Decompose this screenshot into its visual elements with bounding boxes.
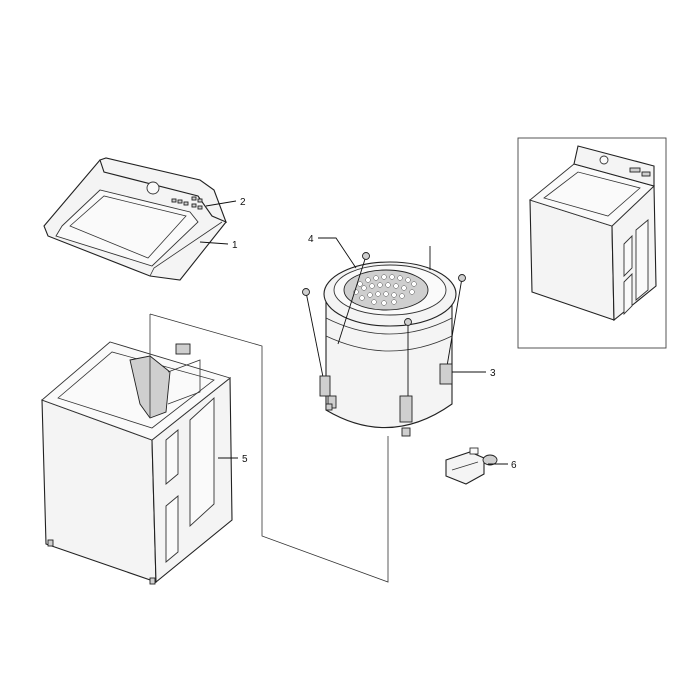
cabinet-assembly[interactable] bbox=[41, 341, 233, 585]
basket-holes bbox=[353, 274, 417, 306]
side-recess-upper bbox=[165, 429, 179, 485]
callout-1: 1 bbox=[232, 240, 238, 251]
selector-knob-icon bbox=[146, 181, 160, 195]
control-panel-body bbox=[99, 157, 227, 224]
control-buttons bbox=[171, 196, 203, 210]
damper-springs bbox=[319, 363, 453, 423]
callout-6: 6 bbox=[511, 460, 517, 471]
drain-pump[interactable] bbox=[445, 447, 498, 485]
leader-4 bbox=[318, 237, 357, 269]
side-recess-lower bbox=[165, 495, 179, 563]
callout-4: 4 bbox=[308, 234, 314, 245]
leader-1 bbox=[199, 241, 229, 245]
assembled-washer-inset bbox=[517, 137, 667, 349]
tub-assembly[interactable] bbox=[302, 246, 466, 437]
leader-lines bbox=[199, 200, 508, 465]
callout-3: 3 bbox=[490, 368, 496, 379]
leader-2 bbox=[205, 200, 237, 207]
side-recess-right bbox=[189, 396, 215, 528]
callout-2: 2 bbox=[240, 197, 246, 208]
callout-5: 5 bbox=[242, 454, 248, 465]
lid-glass bbox=[55, 189, 199, 267]
tub-body bbox=[325, 299, 453, 429]
assembly-guide-lines bbox=[149, 313, 389, 583]
drain-pump-body bbox=[445, 451, 485, 485]
top-cover-assembly[interactable] bbox=[43, 157, 227, 281]
